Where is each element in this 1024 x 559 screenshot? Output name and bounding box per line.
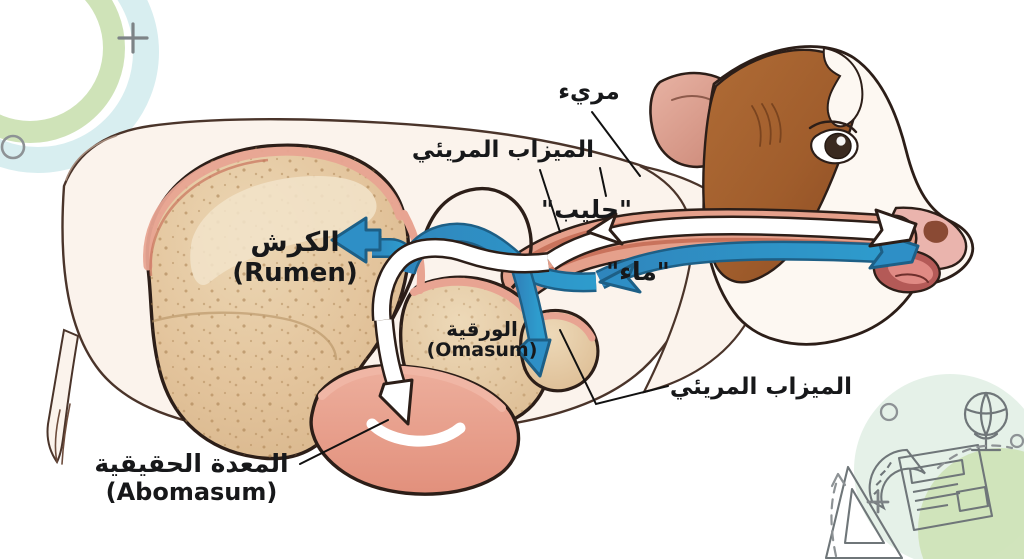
milk-flow-arrows (371, 208, 918, 426)
label-omasum-en: (Omasum) (426, 339, 538, 362)
label-omasum-ar: الورقية (446, 317, 518, 341)
stomach-compartments (143, 143, 600, 496)
abomasum-smile-arc (366, 418, 466, 447)
leader-lines (299, 111, 669, 465)
dashed-arc-decor (936, 444, 1014, 470)
label-omasum: الورقية (Omasum) (412, 318, 552, 362)
water-arrow-reticulum (516, 338, 552, 378)
milk-arrow-into-mouth (868, 208, 918, 248)
label-groove-top-ar: الميزاب المريئي (411, 137, 594, 163)
leader-groove-bottom (559, 329, 669, 406)
label-esophageal-groove-top: الميزاب المريئي (411, 137, 594, 164)
plus-mark-bottom-decor (866, 490, 890, 514)
circle-outline-left-decor (0, 134, 26, 160)
circle-outline-mid-decor (879, 402, 899, 422)
milk-arrow-abomasum (378, 378, 414, 426)
label-abomasum: المعدة الحقيقية (Abomasum) (84, 450, 299, 506)
milk-arrow-left (586, 212, 624, 246)
label-rumen: الكرش (Rumen) (200, 227, 390, 289)
abomasum-compartment (309, 364, 521, 496)
leader-abomasum (299, 419, 389, 465)
leader-esophagus (591, 111, 641, 177)
label-rumen-en: (Rumen) (232, 258, 358, 289)
leader-groove-top (539, 169, 561, 233)
water-arrow-esoph-left (598, 262, 642, 294)
label-rumen-ar: الكرش (250, 227, 340, 258)
cow-white-blaze (822, 46, 864, 128)
ring-blue-decor (0, 0, 159, 173)
cow-tail (46, 328, 80, 464)
label-esophagus-ar: مريء (558, 79, 620, 105)
label-groove-bottom-ar: الميزاب المريئي (669, 374, 852, 400)
label-water-ar: "ماء" (606, 257, 670, 286)
leader-milk (599, 167, 607, 197)
label-esophagus: مريء (546, 79, 632, 106)
circle-outline-bottom-decor (1009, 433, 1024, 449)
cow-nostril (923, 220, 949, 243)
protractor-icon (868, 448, 926, 511)
water-arrow-rumen (330, 216, 382, 264)
label-abomasum-en: (Abomasum) (105, 478, 278, 506)
label-milk-ar: "حليب" (541, 195, 632, 224)
rumen-neck (370, 187, 533, 353)
label-water: "ماء" (600, 258, 676, 286)
label-abomasum-ar: المعدة الحقيقية (94, 449, 289, 478)
label-esophageal-groove-bottom: الميزاب المريئي (669, 374, 852, 401)
blob-green-decor (918, 448, 1024, 559)
triangle-ruler-icon (824, 465, 904, 559)
dashed-arrow-decor (830, 476, 840, 558)
globe-icon (963, 391, 1009, 452)
label-milk: "حليب" (541, 195, 632, 224)
plus-mark-top-decor (117, 22, 149, 54)
ring-green-decor (0, 0, 125, 143)
